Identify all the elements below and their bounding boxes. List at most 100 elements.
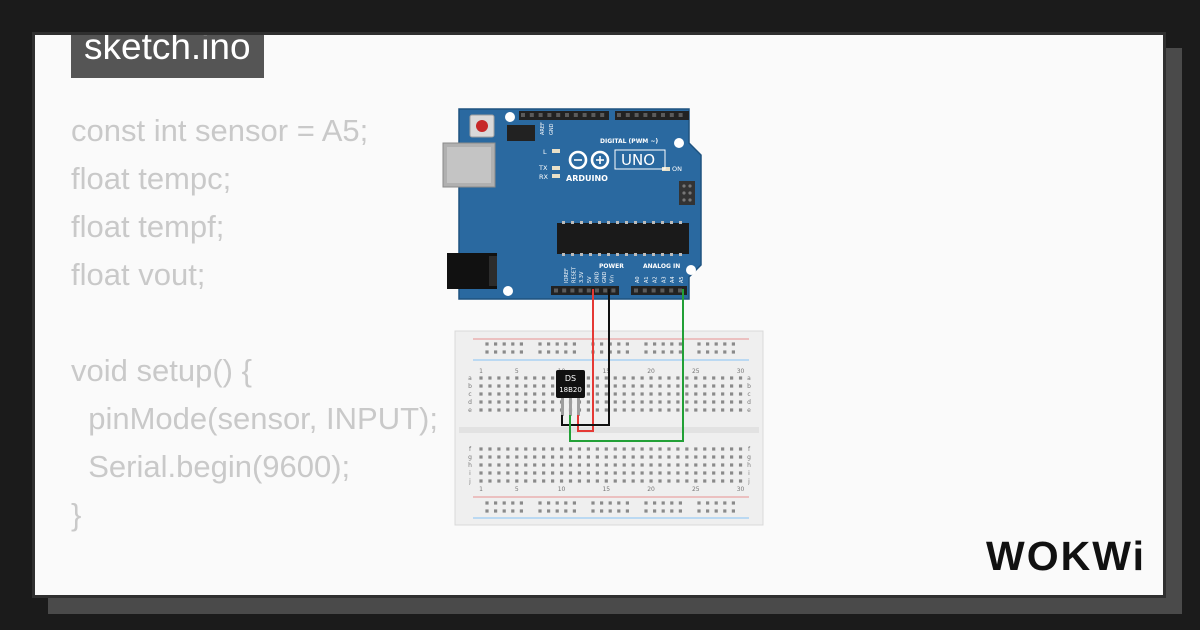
breadboard-hole xyxy=(586,471,590,475)
header-pin xyxy=(521,113,525,117)
analog-pin-label: A3 xyxy=(661,276,667,283)
rail-hole xyxy=(494,342,498,346)
header-pin xyxy=(652,113,657,117)
breadboard-hole xyxy=(577,447,582,451)
gnd-label: GND xyxy=(549,123,555,135)
rail-hole xyxy=(670,350,674,354)
breadboard-hole xyxy=(730,455,734,459)
breadboard-hole xyxy=(595,392,599,396)
code-line: float tempc; xyxy=(71,161,232,196)
breadboard-hole xyxy=(658,447,662,451)
breadboard-hole xyxy=(730,376,734,380)
breadboard-hole xyxy=(712,384,716,388)
breadboard-hole xyxy=(586,463,590,467)
breadboard-hole xyxy=(488,392,492,396)
rail-hole xyxy=(511,509,515,513)
chip-pin xyxy=(643,221,646,224)
breadboard-hole xyxy=(738,463,743,467)
rail-hole xyxy=(519,342,523,346)
breadboard-hole xyxy=(506,471,510,475)
ds18b20-sensor[interactable]: DS 18B20 xyxy=(556,370,585,416)
row-letter: i xyxy=(469,470,471,477)
breadboard-hole xyxy=(488,463,492,467)
breadboard-hole xyxy=(515,408,519,412)
usb-connector-inner xyxy=(447,147,491,183)
breadboard-hole xyxy=(649,392,653,396)
breadboard-hole xyxy=(667,392,671,396)
breadboard-hole xyxy=(703,447,707,451)
breadboard-hole xyxy=(551,463,555,467)
breadboard-hole xyxy=(586,447,590,451)
breadboard-hole xyxy=(712,479,716,483)
breadboard-hole xyxy=(685,376,689,380)
breadboard-hole xyxy=(640,447,644,451)
code-line: float tempf; xyxy=(71,209,225,244)
code-line: void loop() { xyxy=(71,587,438,595)
breadboard-hole xyxy=(658,392,662,396)
chip-pin xyxy=(580,253,583,256)
file-tab[interactable]: sketch.ino xyxy=(71,35,264,78)
rail-hole xyxy=(714,350,718,354)
breadboard-hole xyxy=(542,471,546,475)
breadboard-hole xyxy=(524,384,528,388)
breadboard-hole xyxy=(479,408,483,412)
breadboard-hole xyxy=(497,384,501,388)
breadboard-hole xyxy=(667,455,671,459)
breadboard-hole xyxy=(488,455,492,459)
rail-hole xyxy=(714,342,718,346)
icsp-header-right xyxy=(679,181,695,205)
rail-hole xyxy=(511,501,515,505)
column-number: 1 xyxy=(479,368,483,375)
breadboard-hole xyxy=(506,376,510,380)
wire-5v xyxy=(577,289,594,432)
breadboard-hole xyxy=(577,471,582,475)
breadboard-hole xyxy=(667,463,671,467)
chip-pin xyxy=(607,253,610,256)
breadboard-hole xyxy=(515,447,519,451)
arduino-uno-board[interactable]: AREF GND DIGITAL (PWM ~) L TX RX ON xyxy=(442,108,702,300)
breadboard-hole xyxy=(631,392,635,396)
breadboard-hole xyxy=(712,463,716,467)
rail-hole xyxy=(485,509,489,513)
chip-pin xyxy=(652,253,655,256)
rail-hole xyxy=(661,509,665,513)
breadboard-hole xyxy=(631,384,635,388)
header-pin xyxy=(603,288,608,293)
row-letter: c xyxy=(468,391,471,398)
header-pin xyxy=(578,288,583,293)
breadboard-hole xyxy=(738,479,743,483)
breadboard-hole xyxy=(613,384,617,388)
chip-pin xyxy=(634,221,637,224)
digital-header-right xyxy=(615,111,689,120)
rail-hole xyxy=(697,501,701,505)
mount-hole xyxy=(503,286,513,296)
breadboard-hole xyxy=(524,400,528,404)
breadboard-hole xyxy=(595,479,599,483)
row-letter: b xyxy=(747,383,751,390)
breadboard-hole xyxy=(730,400,734,404)
code-line: Serial.begin(9600); xyxy=(71,449,351,484)
breadboard-hole xyxy=(488,471,492,475)
project-preview-card[interactable]: const int sensor = A5;float tempc;float … xyxy=(32,32,1166,598)
breadboard-hole xyxy=(694,376,698,380)
header-pin xyxy=(660,288,665,293)
rail-hole xyxy=(511,342,515,346)
breadboard-hole xyxy=(694,471,698,475)
breadboard-hole xyxy=(631,400,635,404)
rail-hole xyxy=(591,501,595,505)
breadboard-hole xyxy=(685,400,689,404)
breadboard-hole xyxy=(533,400,537,404)
breadboard-hole xyxy=(515,463,519,467)
rail-hole xyxy=(625,342,629,346)
breadboard-hole xyxy=(524,455,528,459)
reset-button[interactable] xyxy=(469,114,495,138)
breadboard-hole xyxy=(604,384,608,388)
breadboard-hole xyxy=(533,384,537,388)
breadboard-hole xyxy=(676,392,680,396)
breadboard-hole xyxy=(604,392,608,396)
rail-hole xyxy=(697,350,701,354)
breadboard-hole xyxy=(479,455,483,459)
breadboard-hole xyxy=(640,376,644,380)
breadboard-hole xyxy=(667,384,671,388)
